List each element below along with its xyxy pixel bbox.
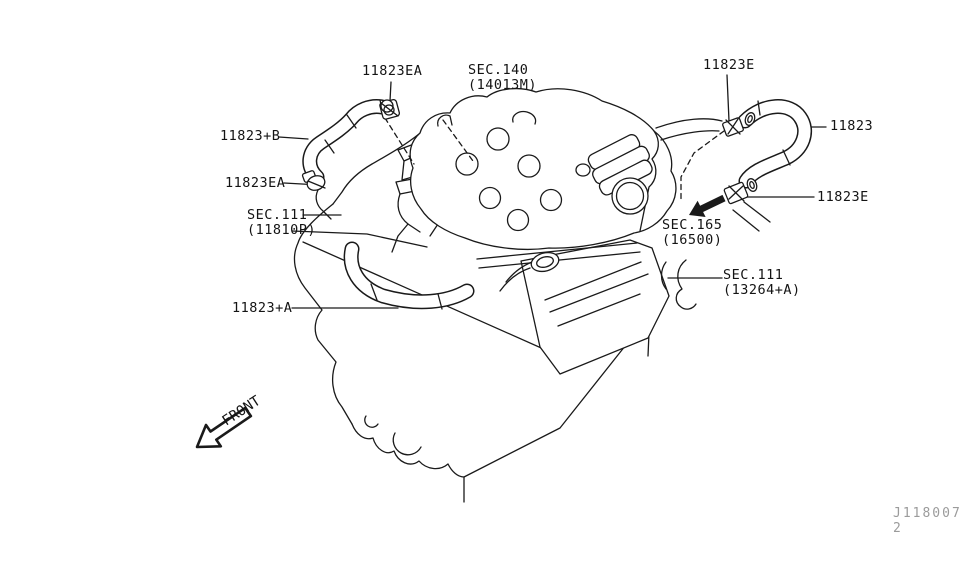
callout-sec165-line2: (16500): [662, 232, 723, 248]
throttle-body: [587, 134, 653, 215]
callout-11823e-top: 11823E: [703, 58, 755, 73]
callout-11823e-top-text: 11823E: [703, 57, 755, 73]
callout-sec111-valve-line2: (11810P): [247, 222, 317, 238]
callout-sec111-air-line1: SEC.111: [723, 267, 784, 283]
drawing-code-text: J118007 2: [893, 506, 962, 536]
callout-11823a-text: 11823+A: [232, 300, 293, 316]
callout-sec140-line1: SEC.140: [468, 62, 529, 78]
callout-sec165-line1: SEC.165: [662, 217, 723, 233]
callout-11823ea-top: 11823EA: [362, 64, 422, 79]
callout-11823b-text: 11823+B: [220, 128, 281, 144]
callout-sec165: SEC.165 (16500): [662, 218, 722, 248]
callout-11823e-right-text: 11823E: [817, 189, 869, 205]
fitting-11823ea-left: [301, 170, 332, 220]
sec165-pointer-arrow: [689, 194, 726, 217]
drawing-code: J118007 2: [893, 506, 975, 536]
callout-sec111-air-line2: (13264+A): [723, 282, 801, 298]
callout-leader-lines: [278, 74, 827, 309]
clamp-11823e-top: [722, 112, 756, 137]
hose-11823a: [343, 241, 475, 310]
callout-11823a: 11823+A: [232, 301, 292, 316]
callout-11823-text: 11823: [830, 118, 874, 134]
callout-11823ea-left: 11823EA: [225, 176, 285, 191]
air-cleaner-box: [476, 239, 697, 375]
callout-11823ea-top-text: 11823EA: [362, 63, 423, 79]
callout-11823: 11823: [830, 119, 873, 134]
callout-sec140: SEC.140 (14013M): [468, 63, 537, 93]
dashed-reference-lines: [384, 117, 725, 203]
clamp-11823ea-top: [379, 98, 400, 120]
callout-11823e-right: 11823E: [817, 190, 869, 205]
callout-sec111-valve: SEC.111 (11810P): [247, 208, 316, 238]
intake-manifold: [409, 87, 677, 251]
callout-sec111-valve-line1: SEC.111: [247, 207, 308, 223]
hose-11823: [737, 99, 812, 189]
clamp-11823e-right: [723, 178, 771, 232]
callout-sec111-air: SEC.111 (13264+A): [723, 268, 801, 298]
callout-sec140-line2: (14013M): [468, 77, 538, 93]
oil-filler-cap: [499, 251, 560, 292]
callout-11823ea-left-text: 11823EA: [225, 175, 286, 191]
pcv-pipe: [655, 118, 723, 141]
hose-11823b: [302, 99, 390, 185]
callout-11823b: 11823+B: [220, 129, 280, 144]
front-arrow: [195, 406, 253, 449]
